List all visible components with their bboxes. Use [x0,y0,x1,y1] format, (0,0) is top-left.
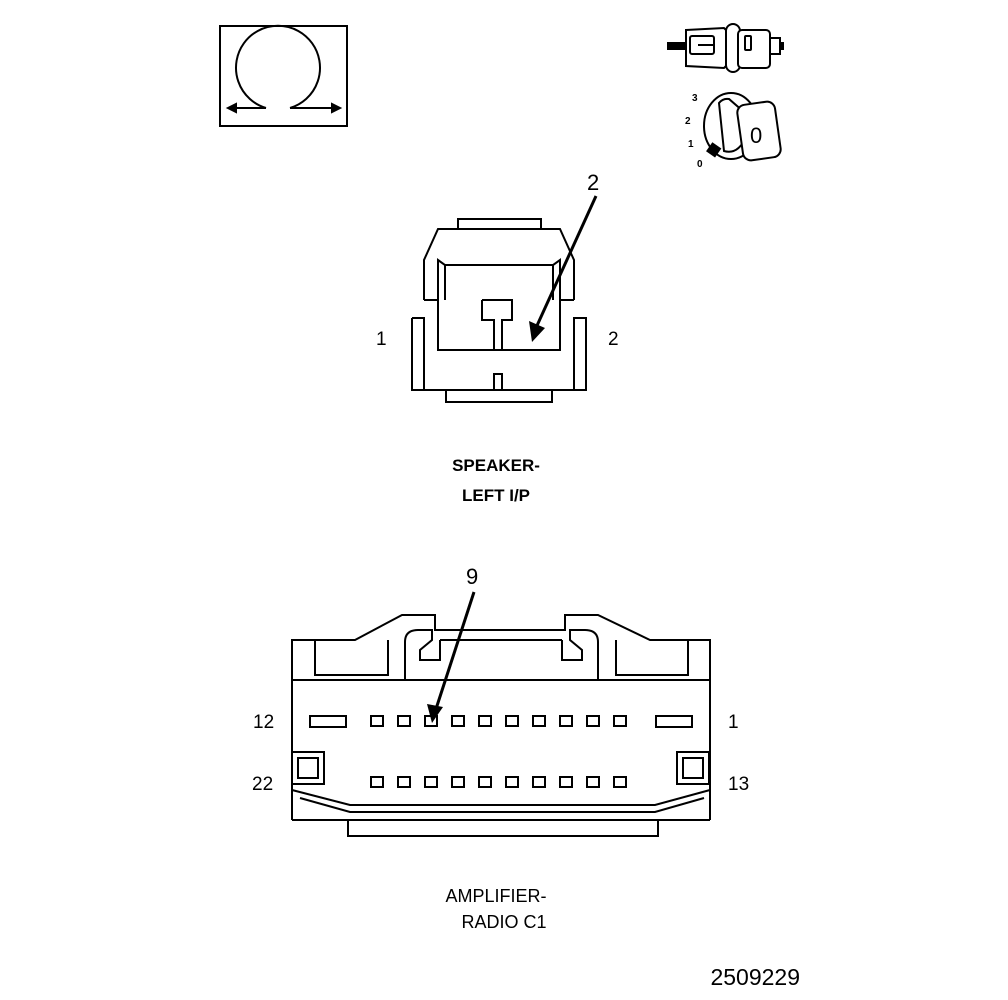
pin-cavity [451,715,465,727]
amplifier-caption-line2: RADIO C1 [461,912,546,932]
ignition-position-2: 2 [685,116,691,127]
ignition-position-0: 0 [697,159,703,170]
amplifier-pin-1-label: 1 [728,712,739,733]
pin-cavity [370,715,384,727]
amplifier-pin-cavities [370,715,627,788]
pin-cavity [613,715,627,727]
amplifier-callout-number: 9 [466,564,478,589]
amplifier-callout-arrowhead [427,704,443,723]
speaker-callout-arrow [533,195,598,331]
ignition-key-switch-icon [703,92,782,162]
pin-cavity [532,715,546,727]
speaker-callout-number: 2 [587,170,599,195]
omega-resistance-icon [219,24,348,127]
figure-number: 2509229 [710,964,800,990]
amplifier-caption-line1: AMPLIFIER- [445,886,546,906]
pin-cavity [505,776,519,788]
amplifier-connector [291,614,711,837]
speaker-callout-arrowhead [529,321,545,342]
pin-cavity [451,776,465,788]
pin-cavity [586,715,600,727]
amplifier-pin-13-label: 13 [728,774,749,795]
test-lead-connector-icon [667,23,784,73]
speaker-pin-left-label: 1 [376,329,387,350]
speaker-caption-line1: SPEAKER- [452,456,540,475]
speaker-connector [411,218,587,403]
pin-cavity [478,715,492,727]
pin-cavity [370,776,384,788]
ignition-position-3: 3 [692,93,698,104]
amplifier-callout-arrow [433,591,476,713]
pin-cavity [559,715,573,727]
pin-cavity [586,776,600,788]
pin-cavity [532,776,546,788]
amplifier-pin-12-label: 12 [253,712,274,733]
pin-cavity [424,776,438,788]
pin-cavity [397,715,411,727]
pin-cavity [505,715,519,727]
speaker-pin-right-label: 2 [608,329,619,350]
amplifier-pin-22-label: 22 [252,774,273,795]
speaker-caption-line2: LEFT I/P [462,486,530,505]
pin-cavity [397,776,411,788]
ignition-key-label: 0 [750,123,762,148]
ignition-position-1: 1 [688,139,694,150]
pin-cavity [478,776,492,788]
pin-cavity [613,776,627,788]
pin-cavity [559,776,573,788]
